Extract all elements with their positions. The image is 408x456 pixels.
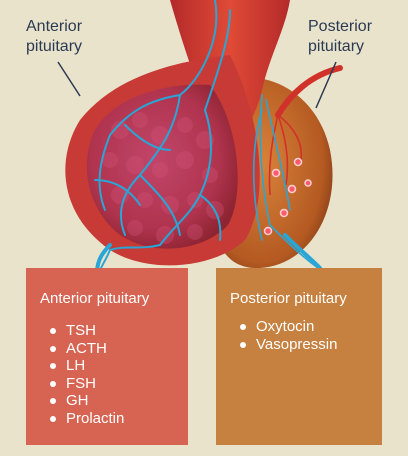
hormone-item: LH [50,357,188,375]
posterior-nerve-fibers [252,94,319,269]
posterior-artery [275,65,343,118]
posterior-panel-title: Posterior pituitary [230,290,347,307]
posterior-label-line-2: pituitary [308,38,365,55]
anterior-pituitary-label: Anterior pituitary [26,17,82,57]
anterior-leader-line [57,61,81,97]
posterior-hormone-list: Oxytocin Vasopressin [230,318,382,353]
hormone-item: GH [50,392,188,410]
anterior-hormones-panel: Anterior pituitary TSH ACTH LH FSH GH Pr… [26,268,188,445]
hormone-item: ACTH [50,340,188,358]
hormone-item: FSH [50,375,188,393]
hormone-item: Prolactin [50,410,188,428]
anterior-panel-title: Anterior pituitary [40,290,150,307]
posterior-pituitary-label: Posterior pituitary [308,17,372,57]
vessel-outflow [95,243,112,272]
hormone-item: Oxytocin [240,318,382,336]
hormone-item: TSH [50,322,188,340]
anterior-label-line-2: pituitary [26,38,83,55]
posterior-outflow [283,233,322,270]
hormone-item: Vasopressin [240,336,382,354]
posterior-label-line-1: Posterior [308,18,373,35]
anterior-label-line-1: Anterior [26,18,83,35]
secretory-granules [263,157,312,236]
anterior-hormone-list: TSH ACTH LH FSH GH Prolactin [40,322,188,427]
posterior-leader-line [315,61,337,109]
posterior-hormones-panel: Posterior pituitary Oxytocin Vasopressin [216,268,382,445]
